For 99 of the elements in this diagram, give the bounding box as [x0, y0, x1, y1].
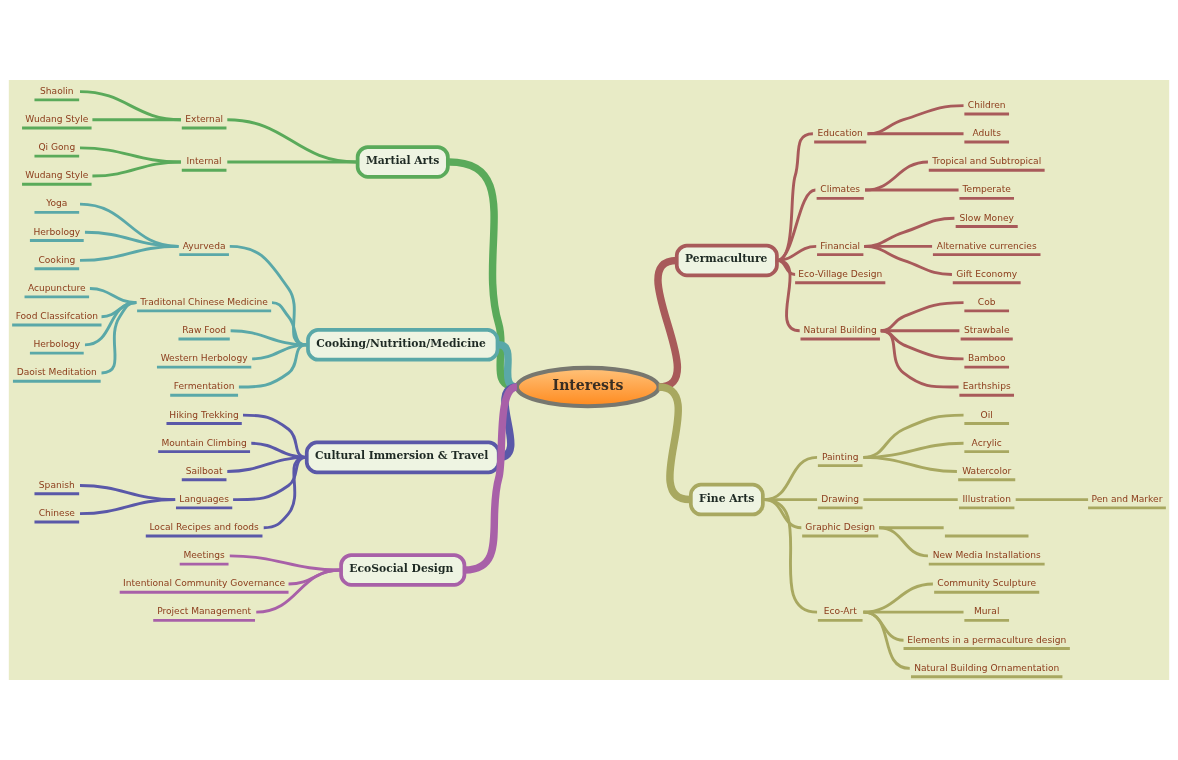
node-text: Ayurveda: [182, 240, 226, 251]
node-text: Eco-Art: [823, 606, 857, 617]
connector: [863, 610, 910, 670]
connector: [227, 118, 357, 164]
connector: [229, 554, 341, 572]
node-text: Education: [817, 128, 863, 139]
node-text: Cooking: [38, 254, 76, 265]
node-box: Permaculture: [674, 243, 779, 278]
node-text: Meetings: [183, 550, 225, 561]
node-text: Elements in a permaculture design: [907, 634, 1067, 645]
connector: [1015, 498, 1089, 502]
node-text: Wudang Style: [25, 114, 89, 125]
connector: [880, 301, 964, 333]
node-text: Herbology: [33, 339, 81, 350]
connector: [79, 146, 181, 164]
node-text: Fermentation: [173, 381, 235, 392]
node-text: Daoist Meditation: [16, 367, 97, 378]
connector: [776, 188, 816, 262]
node-text: Herbology: [33, 226, 81, 237]
connector: [880, 329, 959, 389]
node-text: Raw Food: [182, 325, 227, 336]
node-box: Cultural Immersion & Travel: [304, 440, 501, 475]
connector: [863, 455, 957, 473]
connector: [92, 118, 181, 122]
node-text: Pen and Marker: [1091, 493, 1163, 504]
node-text: Bamboo: [967, 353, 1006, 364]
node-text: Local Recipes and foods: [149, 522, 259, 533]
node-text: Sailboat: [185, 465, 223, 476]
node-ellipse: Interests: [514, 365, 661, 409]
connector: [763, 498, 818, 614]
connector: [776, 132, 814, 262]
node-text: Hiking Trekking: [169, 409, 239, 420]
connector: [863, 498, 958, 502]
node-text: Shaolin: [40, 85, 74, 96]
node-box: Cooking/Nutrition/Medicine: [306, 328, 500, 362]
connector: [92, 160, 181, 178]
connector: [256, 568, 341, 614]
connector: [229, 244, 307, 347]
node-text: Natural Building: [803, 325, 877, 336]
node-text: Earthships: [962, 381, 1011, 392]
connector: [448, 158, 518, 391]
node-text: Watercolor: [962, 465, 1012, 476]
node-text: Children: [967, 99, 1006, 110]
node-text: Painting: [821, 451, 859, 462]
node-text: External: [185, 114, 223, 125]
node-text: Spanish: [38, 479, 75, 490]
node-text: Tropical and Subtropical: [932, 156, 1042, 167]
node-text: Project Management: [157, 606, 252, 617]
connector: [867, 132, 964, 136]
node-text: Chinese: [38, 507, 75, 518]
node-text: Oil: [980, 409, 993, 420]
node-text: Qi Gong: [38, 142, 76, 153]
node-text: Graphic Design: [805, 522, 876, 533]
node-text: Natural Building Ornamentation: [914, 662, 1060, 673]
node-text: Languages: [179, 493, 229, 504]
node-box: EcoSocial Design: [339, 553, 467, 587]
node-line: [944, 534, 1029, 538]
connector: [878, 526, 929, 558]
node-text: Wudang Style: [25, 170, 89, 181]
connector: [238, 343, 307, 389]
node-text: Traditonal Chinese Medicine: [140, 296, 268, 307]
node-text: Mountain Climbing: [161, 437, 247, 448]
connector: [865, 188, 959, 192]
connector: [867, 104, 964, 136]
node-text: Drawing: [821, 493, 860, 504]
node-text: Gift Economy: [956, 268, 1018, 279]
connector: [864, 244, 952, 276]
connector: [79, 498, 176, 516]
node-text: Community Sculpture: [937, 578, 1037, 589]
connector: [776, 259, 800, 333]
node-text: Eco-Village Design: [798, 268, 883, 279]
connector: [79, 90, 182, 122]
connector: [880, 329, 964, 361]
node-text: Acupuncture: [28, 282, 86, 293]
node-box: Martial Arts: [355, 145, 450, 179]
node-text: Western Herbology: [160, 353, 248, 364]
connector: [243, 413, 307, 459]
node-text: New Media Installations: [932, 550, 1041, 561]
node-text: Alternative currencies: [936, 240, 1037, 251]
node-text: Financial: [820, 240, 861, 251]
connector: [79, 244, 179, 262]
connector: [227, 160, 357, 164]
connector: [230, 329, 307, 347]
node-text: Internal: [186, 156, 222, 167]
node-text: Cob: [977, 296, 996, 307]
node-text: Temperate: [962, 184, 1011, 195]
node-text: Adults: [972, 128, 1001, 139]
node-text: Illustration: [962, 493, 1011, 504]
node-text: Slow Money: [959, 212, 1014, 223]
node-text: Yoga: [46, 198, 68, 209]
connector: [880, 329, 960, 333]
node-text: Food Classifcation: [15, 311, 98, 322]
node-text: Acrylic: [971, 437, 1002, 448]
connector: [864, 160, 929, 192]
node-text: Strawbale: [963, 325, 1010, 336]
node-text: Climates: [820, 184, 861, 195]
node-text: Mural: [973, 606, 1000, 617]
node-text: Intentional Community Governance: [123, 578, 286, 589]
node-box: Fine Arts: [689, 482, 765, 517]
